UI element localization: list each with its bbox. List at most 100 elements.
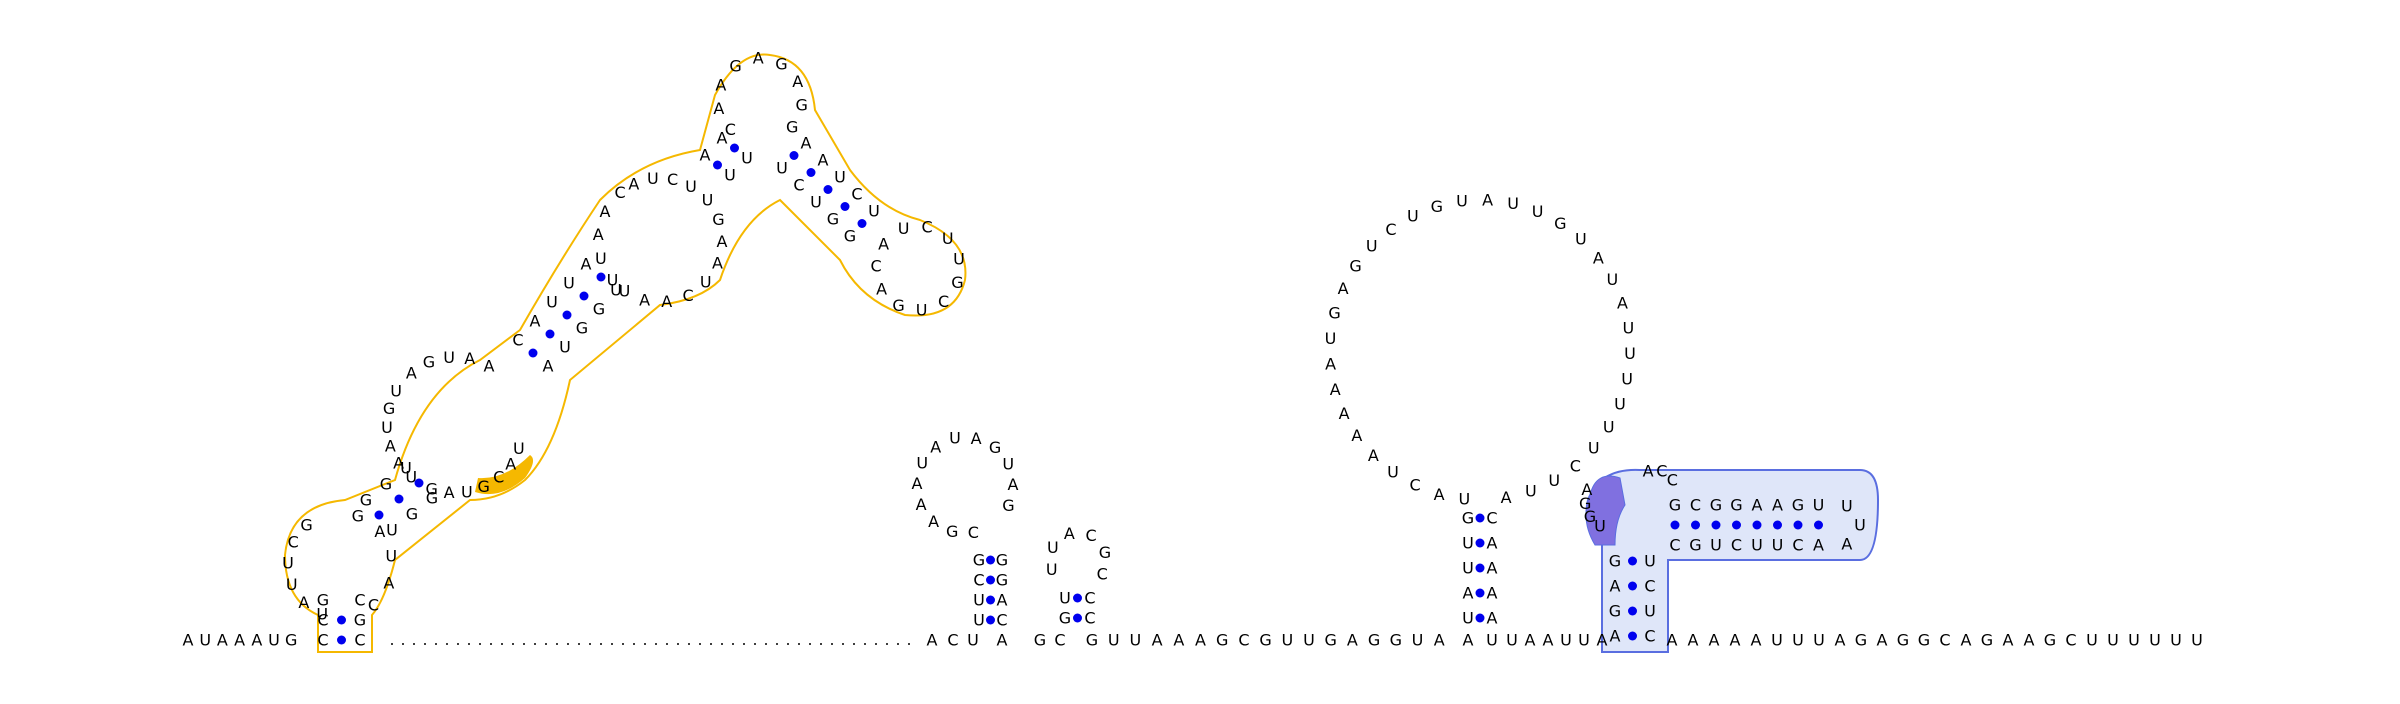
backbone-gap-dot	[699, 643, 701, 645]
nucleotide: G	[712, 210, 724, 229]
nucleotide: A	[1463, 631, 1474, 650]
nucleotide: U	[1588, 438, 1600, 457]
backbone-gap-dot	[721, 643, 723, 645]
nucleotide: U	[1623, 318, 1635, 337]
nucleotide: A	[1617, 293, 1628, 312]
nucleotide: U	[1603, 417, 1615, 436]
nucleotide: U	[1578, 631, 1590, 650]
nucleotide: G	[1259, 631, 1271, 650]
nucleotide: A	[1610, 627, 1621, 646]
nucleotide: U	[942, 229, 954, 248]
nucleotide: G	[1554, 214, 1566, 233]
nucleotide: U	[286, 575, 298, 594]
nucleotide: C	[615, 183, 626, 202]
base-pair	[986, 555, 995, 565]
nucleotide: U	[1813, 496, 1825, 515]
base-pair	[730, 143, 739, 153]
nucleotide: U	[559, 338, 571, 357]
nucleotide: A	[927, 631, 938, 650]
nucleotide: A	[1841, 534, 1852, 553]
backbone-gap-dot	[677, 643, 679, 645]
nucleotide: G	[892, 296, 904, 315]
backbone-gap-dot	[534, 643, 536, 645]
nucleotide: U	[810, 193, 822, 212]
nucleotide: C	[996, 611, 1007, 630]
nucleotide: U	[1456, 192, 1468, 211]
nucleotide: A	[251, 631, 262, 650]
nucleotide: A	[600, 202, 611, 221]
nucleotide: U	[595, 249, 607, 268]
base-pair	[596, 272, 606, 282]
nucleotide: G	[1710, 496, 1722, 515]
nucleotide: C	[1409, 476, 1420, 495]
nucleotide: U	[741, 149, 753, 168]
nucleotide: A	[1525, 631, 1536, 650]
nucleotide: A	[928, 512, 939, 531]
base-pair	[823, 185, 833, 194]
base-pair	[1475, 613, 1485, 623]
nucleotide: C	[870, 257, 881, 276]
nucleotide: C	[725, 120, 736, 139]
nucleotide: U	[443, 348, 455, 367]
nucleotide: A	[753, 49, 764, 68]
nucleotide: A	[1195, 631, 1206, 650]
nucleotide: G	[383, 399, 395, 418]
backbone-gap-dot	[578, 643, 580, 645]
nucleotide: G	[1579, 494, 1591, 513]
base-pair	[1475, 538, 1485, 548]
nucleotide: U	[953, 249, 965, 268]
base-pair	[1793, 520, 1803, 530]
highlight-layer	[283, 53, 1880, 653]
nucleotide: U	[1548, 471, 1560, 490]
nucleotide: G	[285, 631, 297, 650]
nucleotide: U	[199, 631, 211, 650]
base-pair	[1073, 593, 1082, 603]
nucleotide: U	[546, 293, 558, 312]
nucleotide: A	[1347, 631, 1358, 650]
nucleotide: U	[381, 418, 393, 437]
backbone-gap-dot	[842, 643, 844, 645]
base-pair	[1752, 520, 1762, 530]
nucleotide: A	[1463, 584, 1474, 603]
nucleotide: U	[1614, 394, 1626, 413]
base-pair	[1711, 520, 1721, 530]
nucleotide: U	[868, 202, 880, 221]
backbone-gap-dot	[732, 643, 734, 645]
nucleotide: U	[1462, 609, 1474, 628]
nucleotide: A	[1961, 631, 1972, 650]
nucleotide: U	[1621, 370, 1633, 389]
nucleotide: C	[288, 533, 299, 552]
backbone-gap-dot	[853, 643, 855, 645]
nucleotide: U	[1303, 631, 1315, 650]
nucleotide: G	[973, 551, 985, 570]
nucleotide: U	[610, 281, 622, 300]
nucleotide: A	[1813, 536, 1824, 555]
nucleotide: U	[973, 591, 985, 610]
nucleotide: A	[628, 174, 639, 193]
base-pair	[1628, 631, 1637, 641]
nucleotide: U	[702, 191, 714, 210]
backbone-gap-dot	[820, 643, 822, 645]
nucleotide: C	[968, 523, 979, 542]
nucleotide: G	[2044, 631, 2056, 650]
nucleotide: U	[1130, 631, 1142, 650]
backbone-gap-dot	[512, 643, 514, 645]
nucleotide: A	[1688, 631, 1699, 650]
nucleotide: A	[464, 349, 475, 368]
nucleotide: U	[1606, 270, 1618, 289]
backbone-gap-dot	[633, 643, 635, 645]
nucleotide: G	[423, 353, 435, 372]
backbone-gap-dot	[776, 643, 778, 645]
nucleotide: G	[354, 611, 366, 630]
nucleotide: U	[405, 468, 417, 487]
nucleotide: U	[1507, 194, 1519, 213]
nucleotide: U	[1792, 631, 1804, 650]
nucleotide: C	[973, 571, 984, 590]
nucleotide: A	[1434, 485, 1445, 504]
nucleotide: A	[971, 429, 982, 448]
nucleotide: C	[1097, 565, 1108, 584]
nucleotide: A	[912, 474, 923, 493]
nucleotide: G	[1689, 536, 1701, 555]
base-pair	[562, 310, 572, 320]
nucleotide: A	[530, 312, 541, 331]
